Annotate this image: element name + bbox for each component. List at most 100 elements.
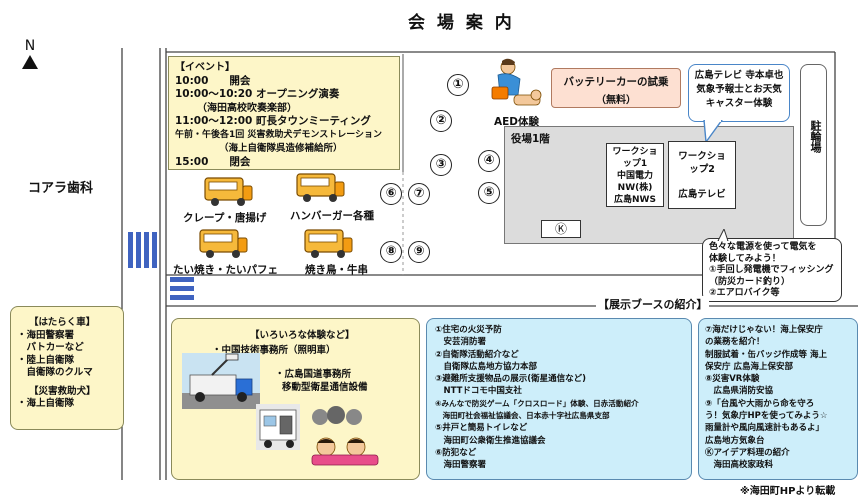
booth-number-5: ⑤ <box>478 182 500 204</box>
food-truck-icon <box>304 229 353 258</box>
booth-line: 海田高校家政科 <box>705 460 774 471</box>
experience-item: 移動型衛星通信設備 <box>282 382 368 393</box>
workshop-1-line: ワークショ <box>612 147 658 157</box>
workshop-1-line: 広島NWS <box>614 195 656 205</box>
crosswalk-horizontal <box>170 277 194 307</box>
north-indicator: N <box>20 38 40 74</box>
battery-car-title: バッテリーカーの試乗 <box>563 76 669 88</box>
electric-callout-tail <box>717 229 729 241</box>
event-line: （海上自衛隊呉造修補給所） <box>219 143 343 154</box>
food-truck-icon <box>296 173 345 202</box>
workshop-1-line: 中国電力 <box>616 171 653 181</box>
workshop-2: ワークショ ップ2 広島テレビ <box>668 141 736 209</box>
event-line: 午前・午後各1回 災害救助犬デモンストレーション <box>175 129 383 140</box>
workshop-2-line: ワークショ <box>678 151 726 162</box>
electric-line: 体験してみよう！ <box>709 253 781 264</box>
source-note: ※海田町HPより転載 <box>740 486 836 497</box>
workshop-1-line: ップ1 <box>622 159 648 169</box>
booth-list-right: ⑦海だけじゃない！海上保安庁 の業務を紹介！ 制服試着・缶バッジ作成等 海上 保… <box>698 318 858 480</box>
event-line: 15:00 閉会 <box>175 155 251 168</box>
booth-line: 海田町公衆衛生推進協議会 <box>435 435 546 446</box>
event-line: 10:00 開会 <box>175 74 251 87</box>
parking-label: 駐輪場 <box>809 120 822 153</box>
vehicles-box: 【はたらく車】 ・海田警察署 パトカーなど ・陸上自衛隊 自衛隊のクルマ 【災害… <box>10 306 124 430</box>
food-truck <box>295 170 345 204</box>
page-title: 会 場 案 内 <box>408 13 515 33</box>
food-truck-label: ハンバーガー各種 <box>290 210 374 222</box>
k-booth: Ⓚ <box>541 220 581 238</box>
weather-line: 広島テレビ 寺本卓也 <box>694 70 784 81</box>
weather-line: 気象予報士とお天気 <box>696 84 782 95</box>
sleeping-people-icon <box>311 437 379 466</box>
satellite-van-icon <box>256 404 300 450</box>
booth-number-7: ⑦ <box>408 183 430 205</box>
booth-section-header: 【展示ブースの紹介】 <box>596 296 710 312</box>
north-label: N <box>24 38 36 54</box>
booth-number-8: ⑧ <box>380 241 402 263</box>
experience-item: ・中国技術事務所（照明車） <box>212 345 336 356</box>
vehicles-line: 自衛隊のクルマ <box>17 367 93 378</box>
food-truck <box>198 226 248 260</box>
booth-line: 保安庁 広島海上保安部 <box>705 361 793 372</box>
booth-line: ⑦海だけじゃない！海上保安庁 <box>705 325 823 335</box>
disaster-cloud-icon <box>312 406 362 425</box>
electric-line: ②エアロバイク等 <box>709 288 780 298</box>
workshop-1: ワークショ ップ1 中国電力 NW(株) 広島NWS <box>606 143 664 207</box>
booth-list-middle: ①住宅の火災予防 安芸消防署 ②自衛隊活動紹介など 自衛隊広島地方協力本部 ③避… <box>426 318 692 480</box>
aed-person-icon <box>491 58 542 106</box>
booth-line: ⑥防犯など <box>435 447 477 458</box>
booth-line: ⑧災害VR体験 <box>705 374 760 385</box>
booth-line: ①住宅の火災予防 <box>435 325 502 335</box>
booth-line: NTTドコモ中国支社 <box>435 386 522 397</box>
experience-item: ・広島国道事務所 <box>275 369 352 380</box>
crosswalk-vertical <box>128 232 162 268</box>
battery-car-box: バッテリーカーの試乗 （無料） <box>551 68 681 108</box>
workshop-2-line: 広島テレビ <box>678 189 726 200</box>
vehicles-line: ・陸上自衛隊 <box>17 354 75 366</box>
north-arrow-icon <box>22 55 38 69</box>
aed-label: AED体験 <box>494 116 540 128</box>
rescue-dog-header: 【災害救助犬】 <box>29 385 96 397</box>
booth-number-1: ① <box>447 74 469 96</box>
booth-number-6: ⑥ <box>380 183 402 205</box>
booth-line: 安芸消防署 <box>435 337 487 348</box>
booth-line: ⑤井戸と簡易トイレなど <box>435 423 528 434</box>
aed-illustration <box>488 57 544 113</box>
k-booth-symbol: Ⓚ <box>554 222 567 236</box>
booth-line: ⑨「台風や大雨から命を守ろ <box>705 398 815 409</box>
food-truck-label: クレープ・唐揚げ <box>183 212 267 224</box>
town-hall-label: 役場1階 <box>511 133 550 145</box>
event-box: 【イベント】 10:00 開会 10:00～10:20 オープニング演奏 （海田… <box>168 56 400 170</box>
weather-callout: 広島テレビ 寺本卓也 気象予報士とお天気 キャスター体験 <box>688 64 790 122</box>
parking-area: 駐輪場 <box>800 64 827 226</box>
experience-header: 【いろいろな体験など】 <box>250 330 355 341</box>
food-truck <box>303 226 353 260</box>
food-truck-label: たい焼き・たいパフェ <box>173 264 278 276</box>
weather-line: キャスター体験 <box>705 98 773 109</box>
dentist-label: コアラ歯科 <box>28 181 94 196</box>
food-truck-icon <box>204 177 253 206</box>
vehicles-header: 【はたらく車】 <box>29 317 96 328</box>
weather-callout-tail <box>703 120 723 144</box>
booth-number-4: ④ <box>478 150 500 172</box>
booth-line: ②自衛隊活動紹介など <box>435 349 519 360</box>
workshop-1-line: NW(株) <box>617 183 653 193</box>
booth-line: 広島地方気象台 <box>705 435 765 446</box>
booth-line: 制服試着・缶バッジ作成等 海上 <box>705 349 827 360</box>
food-truck <box>203 174 253 208</box>
booth-line: 海田町社会福祉協議会、日本赤十字社広島県支部 <box>435 411 610 421</box>
workshop-2-line: ップ2 <box>689 164 715 175</box>
event-header: 【イベント】 <box>175 62 235 73</box>
event-line: （海田高校吹奏楽部） <box>197 102 297 114</box>
electric-line: 色々な電源を使って電気を <box>709 242 817 252</box>
booth-number-3: ③ <box>430 154 452 176</box>
booth-line: Ⓚアイデア料理の紹介 <box>705 447 790 458</box>
booth-line: の業務を紹介！ <box>705 337 765 348</box>
food-truck-label: 焼き鳥・牛串 <box>305 264 368 276</box>
vehicles-line: パトカーなど <box>17 342 84 353</box>
booth-number-9: ⑨ <box>408 241 430 263</box>
experience-box: 【いろいろな体験など】 ・中国技術事務所（照明車） ・広島国道事務所 移動型衛星… <box>171 318 420 480</box>
battery-car-note: （無料） <box>596 95 636 106</box>
booth-line: 自衛隊広島地方協力本部 <box>435 361 538 372</box>
